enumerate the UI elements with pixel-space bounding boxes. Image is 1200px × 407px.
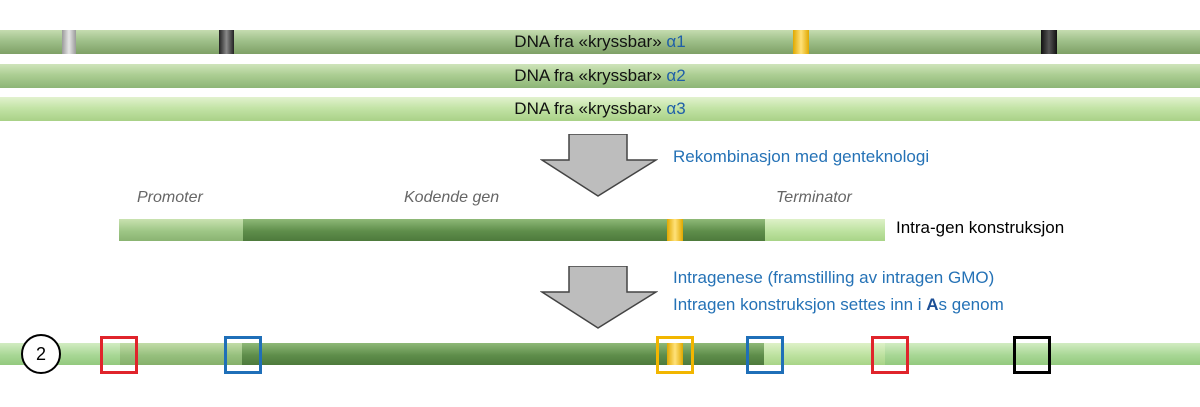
- coding-gene-label: Kodende gen: [404, 189, 500, 206]
- red-marker-box: [871, 336, 909, 374]
- dna-strand-alpha2: DNA fra «kryssbar» α2: [0, 64, 1200, 88]
- terminator-segment: [765, 219, 885, 241]
- step-number-badge: 2: [21, 334, 61, 374]
- red-marker-box: [100, 336, 138, 374]
- dna-strand-alpha1: DNA fra «kryssbar» α1: [0, 30, 1200, 54]
- down-arrow-icon: [540, 266, 658, 329]
- gene-segment-dark: [219, 30, 234, 54]
- gene-segment-grey: [62, 30, 76, 54]
- strand-label: DNA fra «kryssbar» α1: [0, 30, 1200, 54]
- strand-label: DNA fra «kryssbar» α2: [0, 64, 1200, 88]
- gene-segment-gold: [793, 30, 809, 54]
- inserted-promoter: [120, 343, 242, 365]
- dna-strand-alpha3: DNA fra «kryssbar» α3: [0, 97, 1200, 121]
- gene-segment-black: [1041, 30, 1057, 54]
- inserted-coding-gene: [242, 343, 764, 365]
- strand-label-text: DNA fra «kryssbar»: [514, 99, 667, 118]
- terminator-label: Terminator: [776, 189, 852, 206]
- strand-label-text: DNA fra «kryssbar»: [514, 32, 667, 51]
- construct-name: Intra-gen konstruksjon: [896, 218, 1065, 237]
- strand-label-greek: α1: [666, 32, 686, 51]
- species-letter: A: [926, 295, 939, 314]
- promoter-label: Promoter: [137, 189, 203, 206]
- strand-label-text: DNA fra «kryssbar»: [514, 66, 667, 85]
- strand-label-greek: α2: [666, 66, 686, 85]
- black-marker-box: [1013, 336, 1051, 374]
- blue-marker-box: [224, 336, 262, 374]
- gene-segment-gold: [667, 219, 683, 241]
- gene-segment-gold: [667, 343, 683, 365]
- genome-strand: [0, 343, 1200, 365]
- blue-marker-box: [746, 336, 784, 374]
- intragen-construct: [119, 219, 885, 241]
- coding-gene-segment: [243, 219, 765, 241]
- insertion-caption-post: s genom: [938, 295, 1004, 314]
- inserted-terminator: [764, 343, 885, 365]
- promoter-segment: [119, 219, 243, 241]
- strand-label-greek: α3: [666, 99, 686, 118]
- gold-marker-box: [656, 336, 694, 374]
- recombination-caption: Rekombinasjon med genteknologi: [673, 147, 930, 166]
- strand-label: DNA fra «kryssbar» α3: [0, 97, 1200, 121]
- down-arrow-icon: [540, 134, 658, 197]
- insertion-caption: Intragen konstruksjon settes inn i As ge…: [673, 295, 1004, 315]
- intragenesis-caption: Intragenese (framstilling av intragen GM…: [673, 268, 995, 287]
- insertion-caption-pre: Intragen konstruksjon settes inn i: [673, 295, 927, 314]
